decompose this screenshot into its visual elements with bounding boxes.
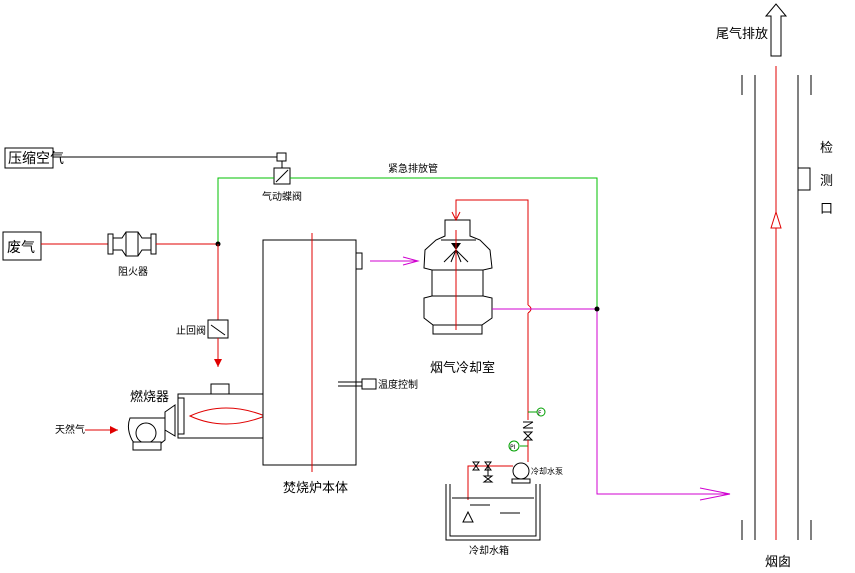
flow-indicator: F (528, 407, 546, 417)
flue-to-chimney-line (492, 308, 730, 495)
svg-text:口: 口 (820, 202, 833, 217)
flue-cooling-room: 烟气冷却室 (423, 219, 495, 376)
flame-arrester-label: 阻火器 (118, 266, 148, 278)
waste-gas-label: 废气 (7, 240, 35, 256)
cooling-tank: 冷却水箱 (445, 484, 541, 557)
tail-gas-label: 尾气排放 (716, 26, 768, 42)
pneumatic-valve-label: 气动蝶阀 (262, 190, 302, 203)
check-valve: 止回阀 (176, 319, 229, 339)
waste-gas-source: 废气 (2, 231, 42, 261)
check-valve-small (522, 421, 534, 429)
detection-port-label: 检 测 口 (820, 141, 833, 217)
burner-label: 燃烧器 (130, 389, 169, 405)
compressed-air-label: 压缩空气 (8, 151, 64, 167)
flue-cooling-room-label: 烟气冷却室 (430, 360, 495, 376)
svg-text:检: 检 (820, 141, 833, 156)
burner: 燃烧器 (127, 383, 267, 451)
temp-control-label: 温度控制 (378, 378, 418, 391)
actuator-icon (276, 152, 287, 162)
emergency-pipe-right (290, 177, 598, 309)
pressure-gauge: PI (508, 440, 528, 452)
natural-gas-label: 天然气 (55, 423, 85, 436)
cooling-pump-label: 冷却水泵 (531, 466, 563, 476)
tail-gas-arrow: 尾气排放 (716, 3, 788, 57)
cooling-tank-label: 冷却水箱 (469, 544, 509, 557)
gate-valve (522, 431, 534, 441)
emergency-pipe-label: 紧急排放管 (388, 162, 438, 175)
incinerator-body-label: 焚烧炉本体 (283, 481, 348, 496)
cooling-pump: 冷却水泵 (511, 462, 563, 484)
chimney: 烟囱 (741, 66, 812, 570)
chimney-label: 烟囱 (765, 555, 791, 570)
compressed-air-source: 压缩空气 (4, 147, 64, 169)
check-valve-label: 止回阀 (176, 324, 206, 337)
pneumatic-valve: 气动蝶阀 (262, 167, 302, 203)
temperature-probe: 温度控制 (338, 378, 418, 391)
junction-node-2 (594, 306, 600, 312)
emergency-pipe-left (217, 177, 274, 244)
svg-text:测: 测 (820, 174, 833, 189)
flame-arrester: 阻火器 (107, 231, 157, 278)
svg-text:PI: PI (510, 444, 516, 451)
incinerator-body: 焚烧炉本体 (262, 233, 363, 496)
svg-text:F: F (538, 410, 542, 417)
